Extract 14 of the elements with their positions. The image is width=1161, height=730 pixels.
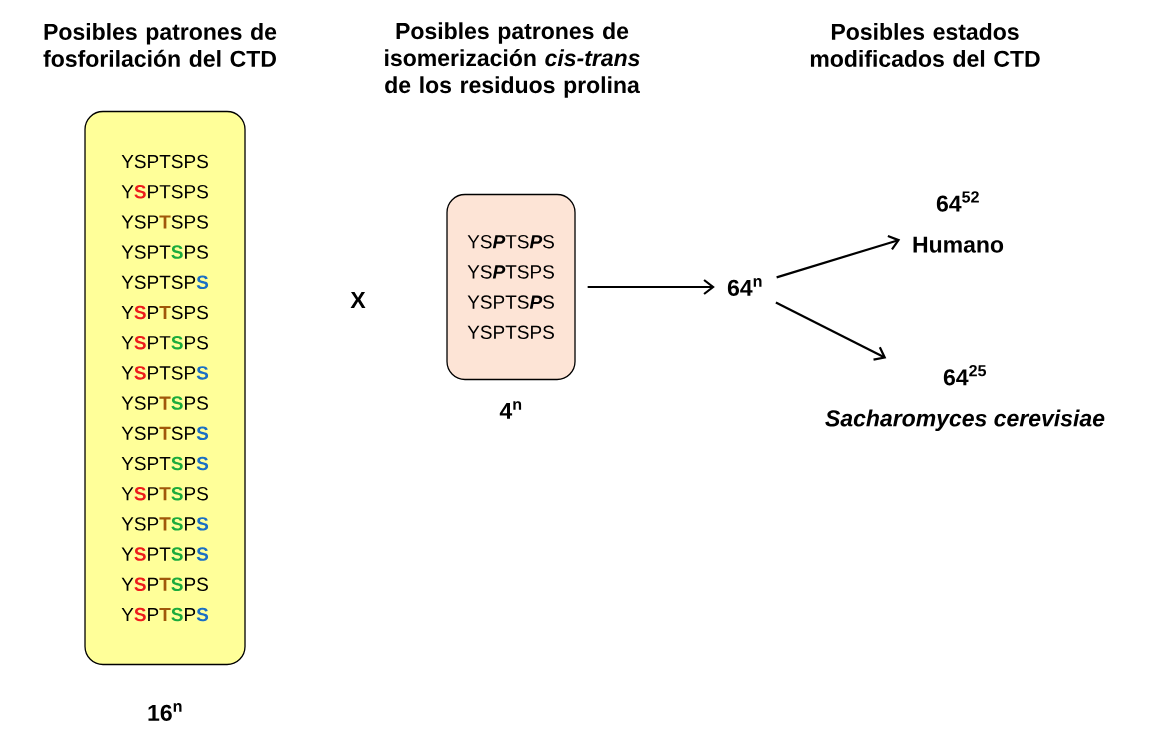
arrow — [587, 279, 715, 295]
column-heading: Posibles patrones de isomerización cis-trans de los residuos prolina — [385, 22, 640, 98]
sequence-box: YSPTSPS YSPTSPS YSPTSPS YSPTSPS — [446, 193, 576, 381]
result-label: 64$^{52}$ Humano — [913, 191, 1004, 253]
count-label: 4$^{n}$ — [499, 401, 522, 419]
sequence-box: YSPTSPS YSPTSPS YSPTSPS YSPTSPS YSPTSPS YSPTSPS YSPTSPS YSPTSPS YSPTSPS YSPTSPS YSPTSPS YSPTSPS YSPTSPS YSPTSPS YSPTSPS YSPTSPS — [84, 110, 246, 666]
arrow — [776, 235, 901, 279]
result-label: 64$^{n}$ — [727, 278, 762, 296]
count-label: 16$^{n}$ — [148, 703, 182, 721]
column-heading: Posibles estados modificados del CTD — [810, 23, 1040, 67]
column-heading: Posibles patrones de fosforilación del CTD — [43, 23, 277, 67]
result-label: 64$^{25}$ Sacharomyces cerevisiae — [825, 364, 1105, 431]
multiply-sign: X — [350, 292, 366, 308]
arrow — [775, 301, 887, 361]
